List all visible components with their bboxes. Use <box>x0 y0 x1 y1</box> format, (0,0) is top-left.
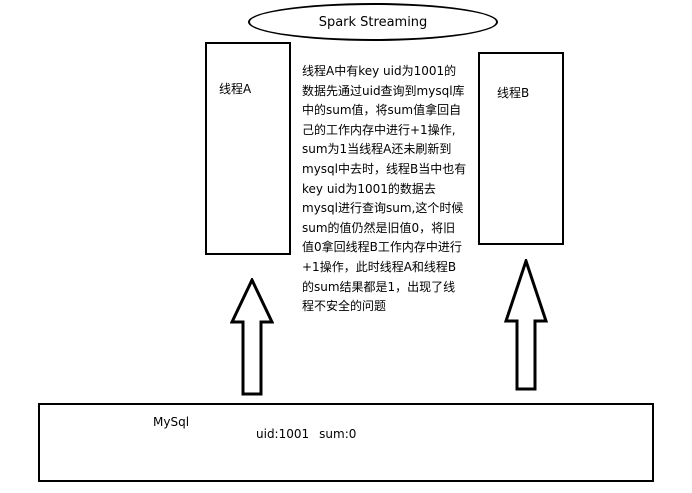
thread-safety-description: 线程A中有key uid为1001的 数据先通过uid查询到mysql库 中的s… <box>302 62 467 317</box>
mysql-label: MySql <box>153 415 190 429</box>
description-line: 值0拿回线程B工作内存中进行 <box>302 240 462 255</box>
arrow-up-to-thread-b <box>504 259 548 391</box>
description-line: 的sum结果都是1，出现了线 <box>302 279 456 294</box>
description-line: key uid为1001的数据去 <box>302 181 436 196</box>
description-line: 中的sum值，将sum值拿回自 <box>302 103 462 118</box>
description-line: 线程A中有key uid为1001的 <box>302 64 457 78</box>
description-line: mysql中去时，线程B当中也有 <box>302 161 467 176</box>
mysql-uid: uid:1001 <box>256 427 310 441</box>
description-line: sum的值仍然是旧值0，将旧 <box>302 220 456 235</box>
description-line: 数据先通过uid查询到mysql库 <box>302 83 465 98</box>
mysql-record: uid:1001 sum:0 <box>256 427 356 441</box>
description-line: 程不安全的问题 <box>302 299 387 314</box>
spark-streaming-ellipse: Spark Streaming <box>248 3 498 41</box>
mysql-sum: sum:0 <box>319 427 357 441</box>
thread-a-box: 线程A <box>205 42 291 255</box>
thread-a-label: 线程A <box>219 82 252 96</box>
description-line: sum为1当线程A还未刷新到 <box>302 142 452 157</box>
mysql-box: MySql uid:1001 sum:0 <box>38 403 654 482</box>
thread-b-label: 线程B <box>497 86 530 100</box>
description-line: mysql进行查询sum,这个时候 <box>302 201 464 216</box>
description-line: 己的工作内存中进行+1操作, <box>302 122 456 137</box>
arrow-up-to-thread-a <box>230 278 274 396</box>
thread-b-box: 线程B <box>478 52 564 245</box>
description-line: +1操作，此时线程A和线程B <box>302 259 457 274</box>
spark-streaming-title: Spark Streaming <box>318 14 428 30</box>
